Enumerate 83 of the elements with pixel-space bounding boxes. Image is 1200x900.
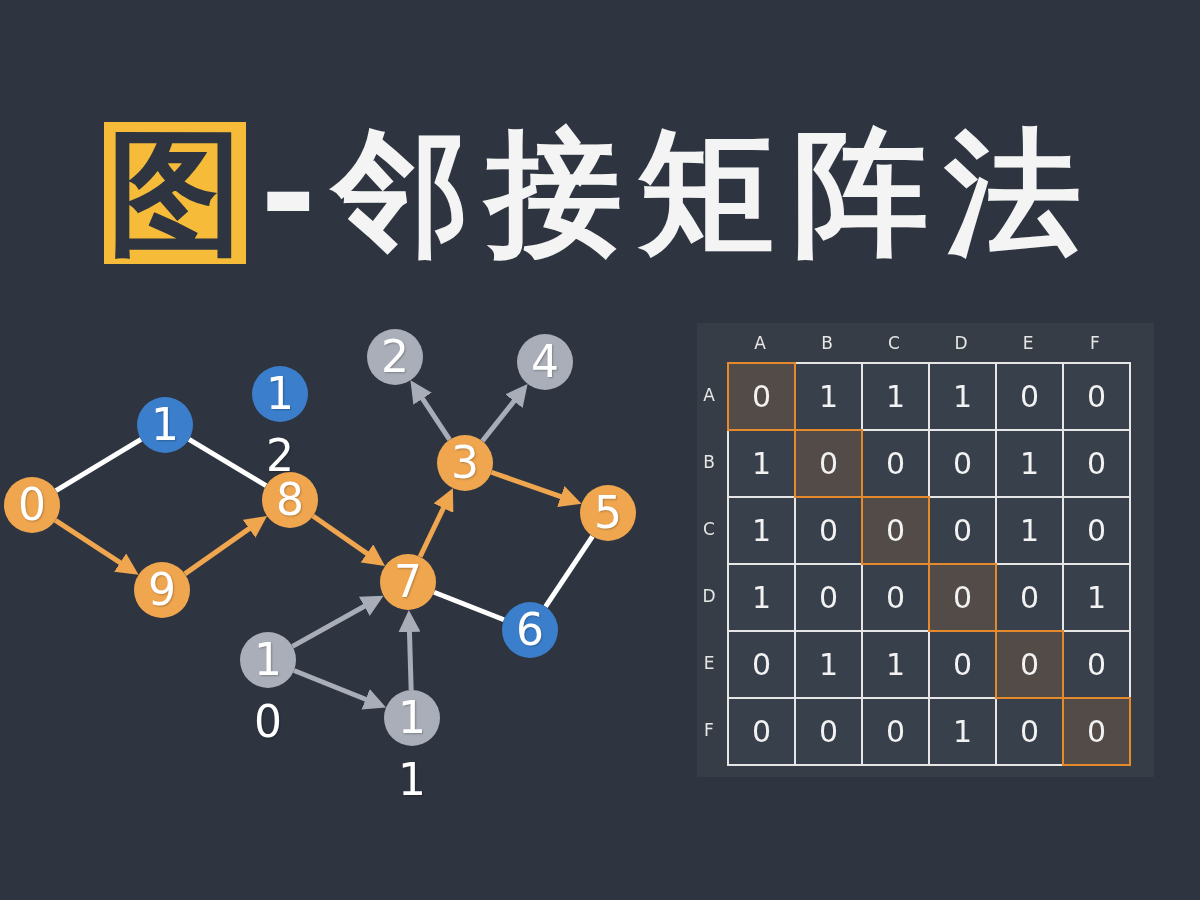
arrow [490,469,582,507]
arrow [183,516,268,576]
column-header: B [820,332,834,355]
column-header: D [953,332,969,355]
matrix-cell: 0 [930,498,995,563]
edge-line [54,437,143,493]
row-header: C [702,518,716,541]
matrix-cell: 0 [1064,364,1129,429]
highlighted-cell: 0 [928,563,997,632]
column-header: E [1021,332,1035,355]
graph-node [367,329,423,385]
graph-node [517,334,573,390]
graph-node [380,554,436,610]
matrix-cell: 1 [863,632,928,697]
graph-node [262,472,318,528]
matrix-cell: 0 [997,565,1062,630]
highlighted-cell: 0 [861,496,930,565]
matrix-cell: 1 [1064,565,1129,630]
node-number: 5 [593,486,623,540]
arrow [311,513,385,566]
arrow [293,668,387,710]
row-header: A [702,384,716,407]
highlighted-cell: 0 [995,630,1064,699]
arrow [54,518,139,575]
matrix-cell: 0 [997,699,1062,764]
column-header: A [753,332,767,355]
matrix-cell: 1 [729,565,794,630]
matrix-cell: 0 [729,699,794,764]
row-header: F [703,719,715,742]
matrix-cell: 0 [1064,498,1129,563]
node-number: 3 [450,436,480,490]
node-number: 0 [17,478,47,532]
graph-node [4,477,60,533]
matrix-cell: 0 [796,498,861,563]
matrix-cell: 1 [729,431,794,496]
node-number: 6 [515,603,545,657]
row-header: B [702,451,716,474]
matrix-cell: 0 [796,565,861,630]
matrix-cell: 0 [930,632,995,697]
edge-line [187,437,268,488]
matrix-cell: 1 [796,364,861,429]
matrix-cell: 1 [997,431,1062,496]
graph-node [437,435,493,491]
arrow [417,488,454,558]
node-number: 10 [253,633,283,749]
column-header: F [1089,332,1101,355]
highlighted-cell: 0 [1062,697,1131,766]
matrix-cell: 1 [997,498,1062,563]
matrix-cell: 0 [863,565,928,630]
matrix-cell: 0 [997,364,1062,429]
matrix-cell: 0 [1064,632,1129,697]
matrix-cell: 1 [729,498,794,563]
arrow [410,380,452,441]
graph-node [580,485,636,541]
graph-node [134,562,190,618]
graph-node [502,602,558,658]
graph-node [137,397,193,453]
edge-line [433,589,505,623]
matrix-cell: 1 [930,699,995,764]
matrix-cell: 0 [1064,431,1129,496]
node-number: 2 [380,330,410,384]
matrix-cell: 0 [729,632,794,697]
node-number: 7 [393,555,423,609]
row-header: E [702,652,716,675]
matrix-cell: 0 [930,431,995,496]
matrix-cell: 0 [796,699,861,764]
highlighted-cell: 0 [727,362,796,431]
matrix-cell: 1 [863,364,928,429]
highlighted-cell: 0 [794,429,863,498]
arrow [398,610,421,691]
matrix-cell: 0 [863,431,928,496]
matrix-cell: 0 [863,699,928,764]
matrix-cell: 1 [930,364,995,429]
arrow [291,595,384,649]
column-header: C [887,332,901,355]
node-number: 1 [150,398,180,452]
node-number: 11 [397,691,427,807]
node-number: 9 [147,563,177,617]
matrix-cell: 1 [796,632,861,697]
arrow [480,383,528,443]
edge-line [543,534,595,609]
row-header: D [701,585,717,608]
node-number: 4 [530,335,560,389]
